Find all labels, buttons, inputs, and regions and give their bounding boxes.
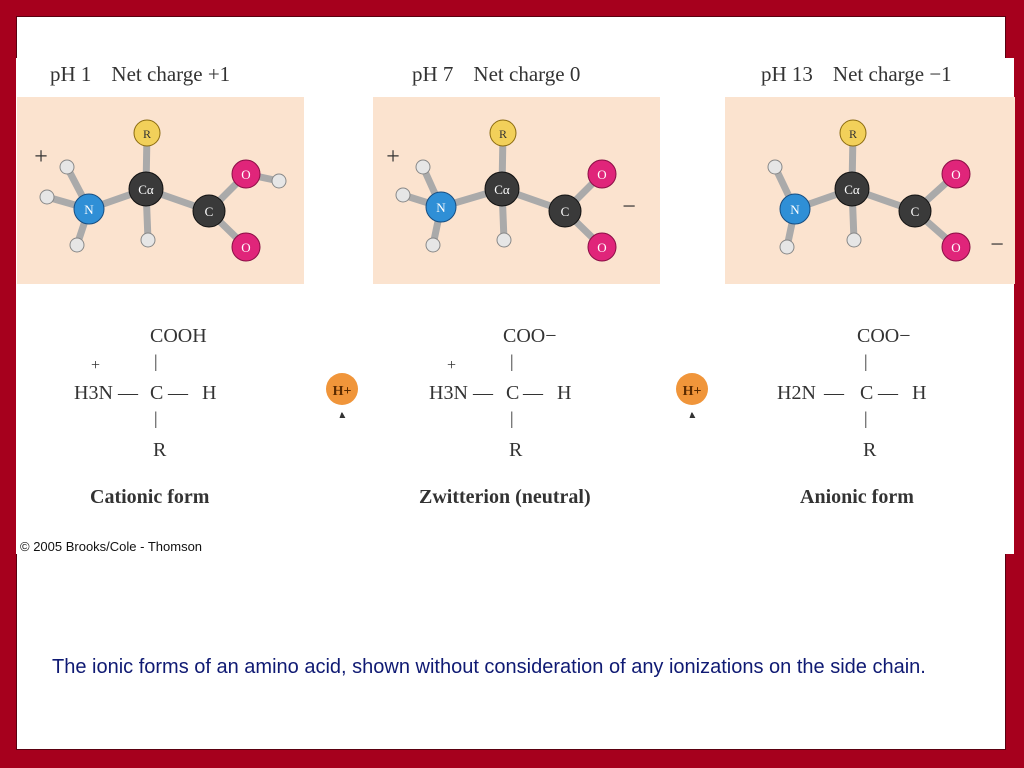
side-chain-r: R bbox=[509, 439, 523, 461]
atom-ca-label: Cα bbox=[494, 182, 510, 197]
proton-icon bbox=[676, 373, 708, 405]
atom-n-label: N bbox=[790, 202, 800, 217]
molecule-model-zwitterion: R N Cα C O O + − bbox=[386, 119, 636, 262]
atom-n-label: N bbox=[436, 200, 446, 215]
atom-ca-label: Cα bbox=[138, 182, 154, 197]
bond-vertical: | bbox=[864, 351, 868, 371]
equilibrium-arrows: H+ H+ bbox=[326, 373, 708, 418]
bond-horizontal: — bbox=[473, 382, 493, 404]
proton-label: H+ bbox=[683, 384, 702, 399]
bond-horizontal: — bbox=[824, 382, 844, 404]
atom-o-label: O bbox=[597, 167, 606, 182]
panel-header-ph13: pH 13 Net charge −1 bbox=[761, 62, 952, 87]
proton-release-arrow-1 bbox=[336, 414, 342, 418]
atom-r-label: R bbox=[499, 127, 507, 141]
atom-r-label: R bbox=[143, 127, 151, 141]
bond-horizontal: — bbox=[168, 382, 188, 404]
net-charge-label: Net charge 0 bbox=[473, 62, 581, 86]
amine-charge: + bbox=[447, 357, 457, 374]
ph-label: pH 1 bbox=[50, 62, 92, 86]
bond-vertical: | bbox=[510, 408, 514, 428]
amine-group: H3N bbox=[74, 382, 113, 404]
ph-label: pH 13 bbox=[761, 62, 813, 86]
atom-o-label: O bbox=[241, 167, 250, 182]
proton-label: H+ bbox=[333, 384, 352, 399]
ph-label: pH 7 bbox=[412, 62, 454, 86]
slide-caption: The ionic forms of an amino acid, shown … bbox=[52, 656, 926, 678]
hydrogen: H bbox=[202, 382, 217, 404]
carboxylate-group: COO− bbox=[503, 325, 557, 347]
atom-c-label: C bbox=[911, 204, 920, 219]
atom-n-label: N bbox=[84, 202, 94, 217]
bond-vertical: | bbox=[154, 408, 158, 428]
side-chain-r: R bbox=[153, 439, 167, 461]
copyright-credit: © 2005 Brooks/Cole - Thomson bbox=[20, 539, 203, 554]
bond-vertical: | bbox=[510, 351, 514, 371]
molecule-model-cationic: R N Cα C O O + bbox=[34, 119, 287, 262]
amino-acid-figure: pH 1 Net charge +1 pH 7 Net charge 0 pH 13… bbox=[16, 58, 1015, 554]
alpha-carbon: C bbox=[150, 382, 164, 404]
panel-header-ph7: pH 7 Net charge 0 bbox=[412, 62, 580, 87]
bond-horizontal: — bbox=[523, 382, 543, 404]
form-label-cationic: Cationic form bbox=[90, 486, 210, 508]
atom-c-label: C bbox=[561, 204, 570, 219]
form-label-zwitterion: Zwitterion (neutral) bbox=[419, 486, 591, 508]
atom-o-label: O bbox=[241, 240, 250, 255]
hydrogen: H bbox=[912, 382, 927, 404]
side-chain-r: R bbox=[863, 439, 877, 461]
amine-group: H2N bbox=[777, 382, 816, 404]
hydrogen: H bbox=[557, 382, 572, 404]
proton-release-arrow-2 bbox=[686, 414, 692, 418]
net-charge-label: Net charge −1 bbox=[832, 62, 952, 86]
amine-charge: + bbox=[91, 357, 101, 374]
positive-charge-sign: + bbox=[34, 144, 48, 170]
molecule-panel-cationic: R N Cα C O O + bbox=[17, 97, 304, 284]
carboxyl-group: COOH bbox=[150, 325, 207, 347]
molecule-panel-anionic: R N Cα C O O − bbox=[725, 97, 1015, 284]
atom-r-label: R bbox=[849, 127, 857, 141]
alpha-carbon: C bbox=[860, 382, 874, 404]
bond-vertical: | bbox=[864, 408, 868, 428]
net-charge-label: Net charge +1 bbox=[111, 62, 231, 86]
molecule-panel-zwitterion: R N Cα C O O + − bbox=[373, 97, 660, 284]
alpha-carbon: C bbox=[506, 382, 520, 404]
bond-vertical: | bbox=[154, 351, 158, 371]
atom-o-label: O bbox=[951, 240, 960, 255]
positive-charge-sign: + bbox=[386, 144, 400, 170]
molecule-model-anionic: R N Cα C O O − bbox=[767, 119, 1004, 262]
negative-charge-sign: − bbox=[990, 232, 1004, 258]
bond-horizontal: — bbox=[878, 382, 898, 404]
atom-o-label: O bbox=[951, 167, 960, 182]
form-label-anionic: Anionic form bbox=[800, 486, 914, 508]
atom-o-label: O bbox=[597, 240, 606, 255]
amine-group: H3N bbox=[429, 382, 468, 404]
bond-horizontal: — bbox=[118, 382, 138, 404]
panel-header-ph1: pH 1 Net charge +1 bbox=[50, 62, 230, 87]
atom-ca-label: Cα bbox=[844, 182, 860, 197]
atom-c-label: C bbox=[205, 204, 214, 219]
negative-charge-sign: − bbox=[622, 194, 636, 220]
carboxylate-group: COO− bbox=[857, 325, 911, 347]
proton-icon bbox=[326, 373, 358, 405]
